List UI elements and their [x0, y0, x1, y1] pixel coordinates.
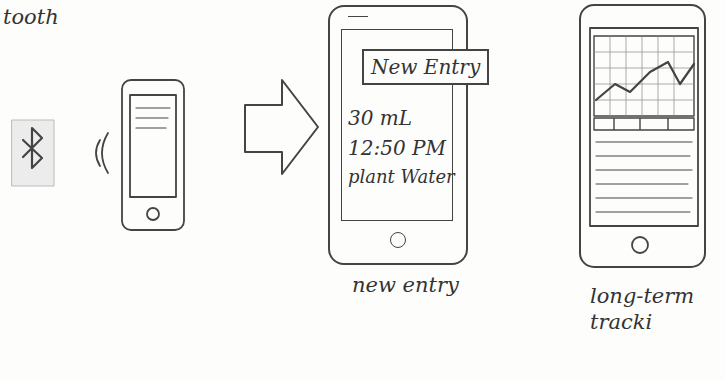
- chart-bar: [594, 118, 694, 130]
- chart-frame: [594, 36, 694, 116]
- phone-speaker: [348, 16, 368, 17]
- list-lines: [596, 142, 692, 212]
- bluetooth-box: [12, 120, 54, 186]
- sketch-caption: long-term tracki: [590, 283, 702, 336]
- signal-wave: [96, 140, 100, 166]
- entry-detail: plant Water: [348, 167, 455, 187]
- bluetooth-symbol: [23, 128, 42, 168]
- sketch-caption: tooth: [3, 4, 59, 30]
- phone-outline: [122, 80, 184, 230]
- entry-detail: 12:50 PM: [348, 137, 446, 159]
- screen-lines: [136, 108, 170, 128]
- home-button: [632, 237, 648, 253]
- phone-screen-box: 30 mL12:50 PMplant WaterNew Entry: [328, 5, 468, 265]
- entry-title-box: New Entry: [362, 49, 489, 85]
- sketch-caption: new entry: [352, 272, 459, 298]
- phone-screen: [590, 28, 698, 226]
- flow-arrow: [245, 80, 318, 174]
- phone-outline: [580, 5, 705, 267]
- entry-detail: 30 mL: [348, 107, 412, 129]
- home-button: [147, 208, 159, 220]
- home-button: [390, 232, 406, 248]
- entry-title: New Entry: [364, 51, 487, 83]
- phone-screen: [130, 95, 176, 197]
- chart-line: [596, 62, 694, 100]
- chart-grid: [594, 36, 694, 116]
- signal-wave: [102, 133, 108, 173]
